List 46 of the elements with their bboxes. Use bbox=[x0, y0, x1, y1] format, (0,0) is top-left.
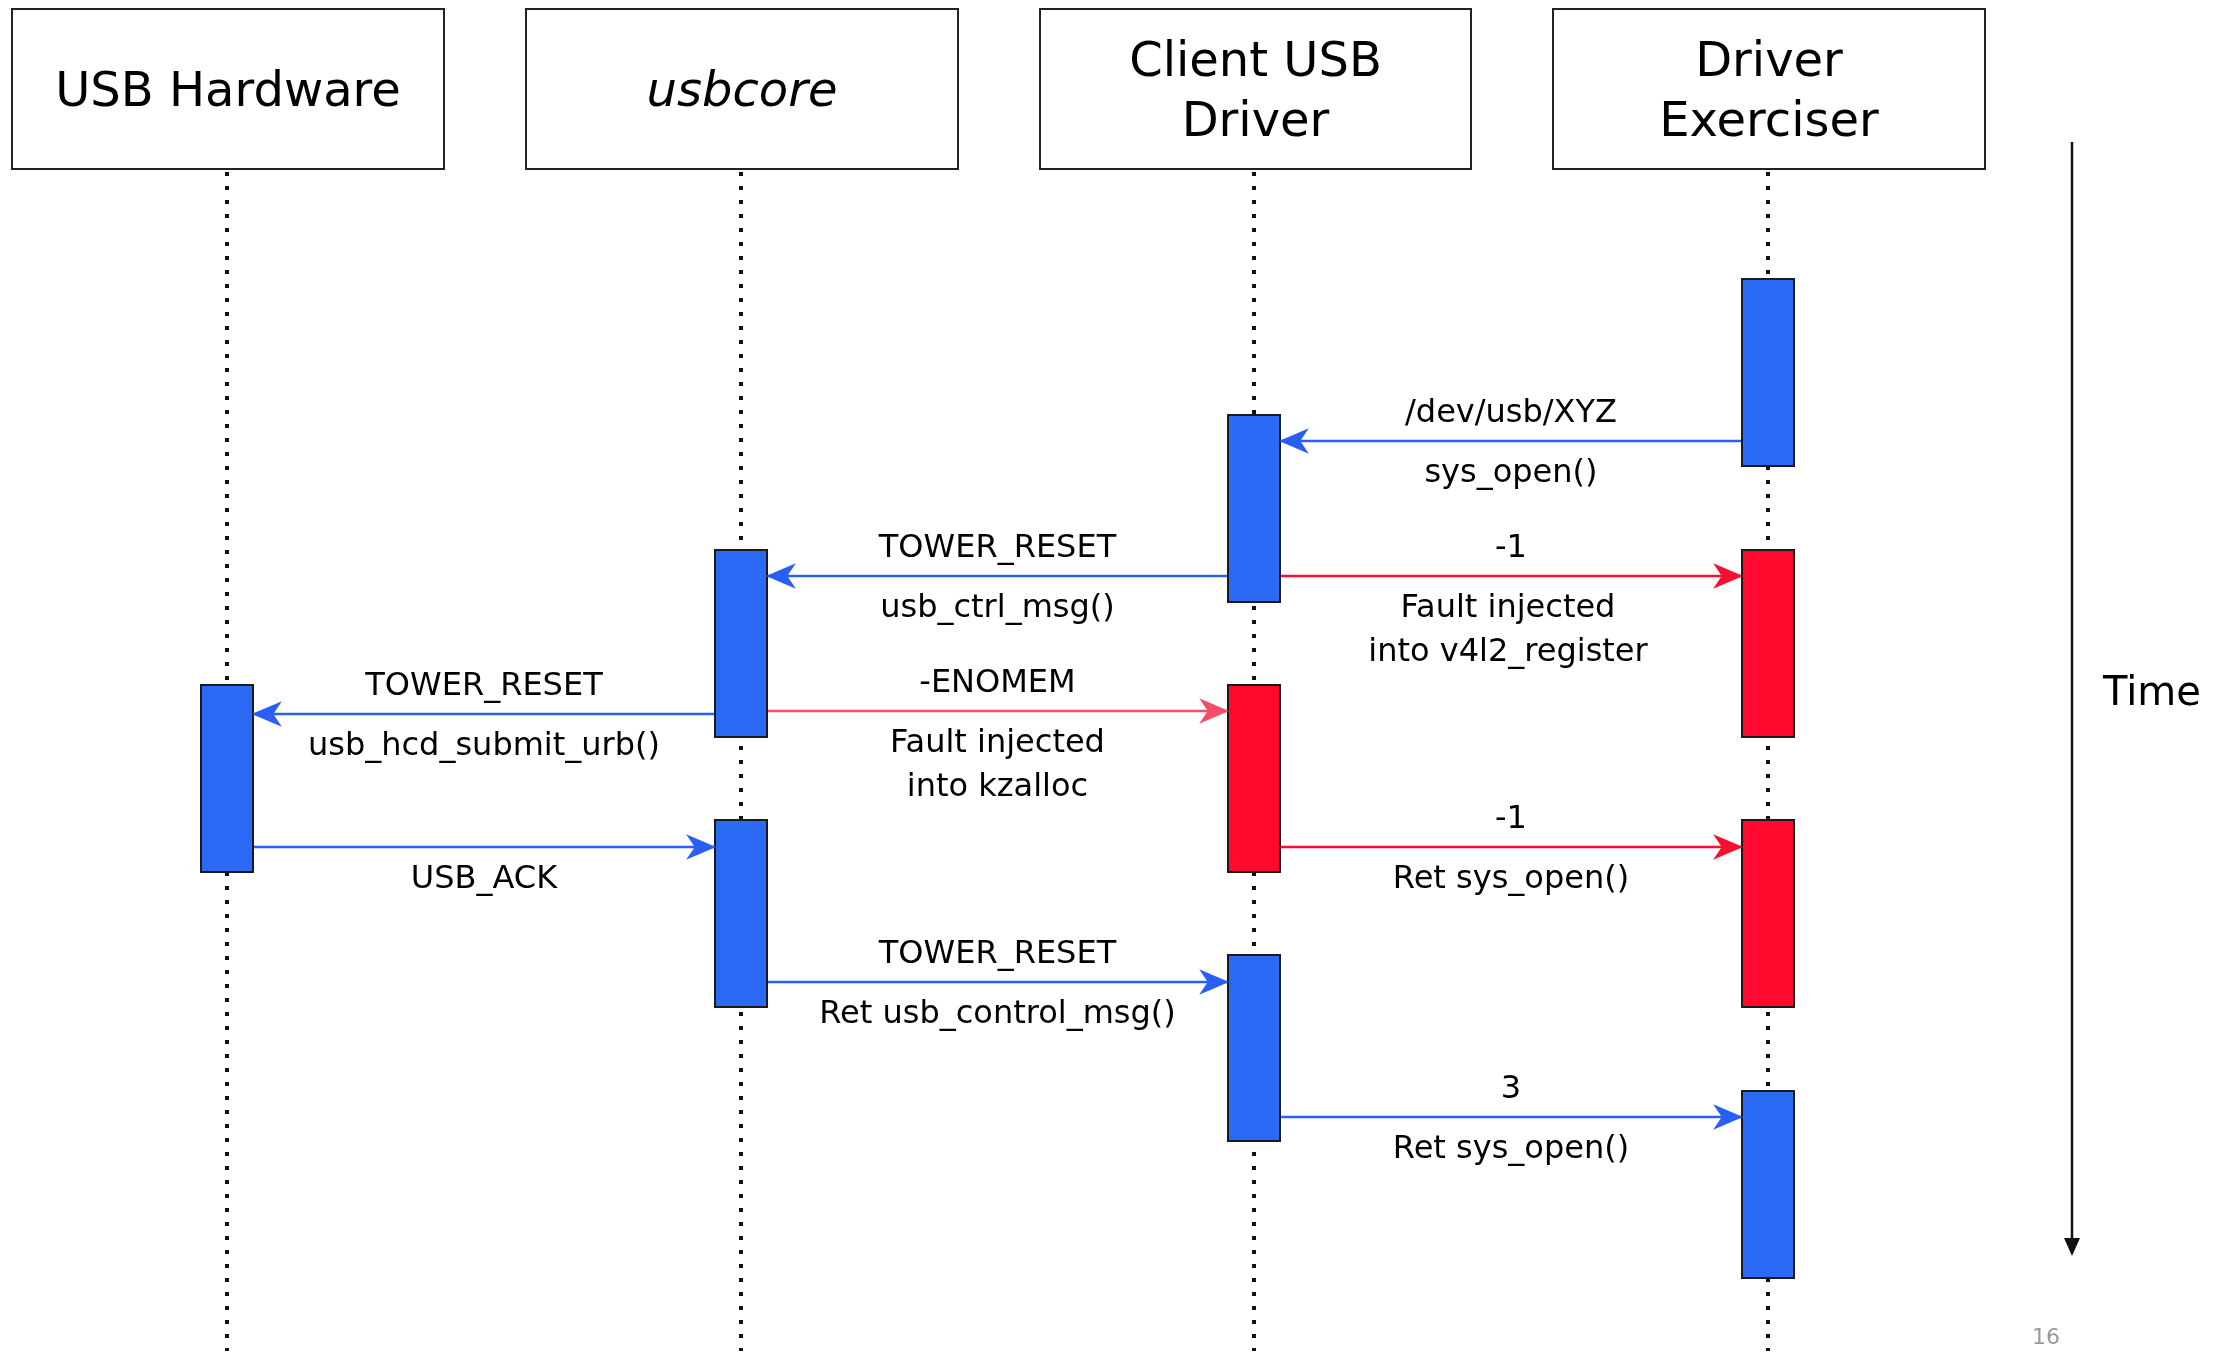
participant-box bbox=[11, 8, 445, 170]
message-arrow bbox=[254, 834, 717, 860]
message-label: usb_ctrl_msg() bbox=[880, 586, 1115, 627]
message-label: USB_ACK bbox=[410, 857, 558, 898]
activation-bar bbox=[1741, 278, 1795, 467]
message-label: TOWER_RESET bbox=[878, 526, 1117, 567]
message-label: 3 bbox=[1500, 1067, 1522, 1108]
participant-box bbox=[1552, 8, 1986, 170]
message-label: TOWER_RESET bbox=[878, 932, 1117, 973]
message-label: -1 bbox=[1495, 526, 1527, 567]
activation-bar bbox=[714, 819, 768, 1008]
message-arrow bbox=[1281, 834, 1744, 860]
participant-box bbox=[1039, 8, 1472, 170]
activation-bar bbox=[1227, 684, 1281, 873]
activation-bar bbox=[1741, 819, 1795, 1008]
participant-name: Client USB Driver bbox=[1128, 30, 1383, 149]
message-arrow bbox=[1281, 563, 1744, 589]
message-label: Ret usb_control_msg() bbox=[819, 992, 1176, 1033]
message-arrow bbox=[768, 969, 1230, 995]
message-label: /dev/usb/XYZ bbox=[1405, 391, 1617, 432]
participant-name: Driver Exerciser bbox=[1658, 30, 1880, 149]
message-label: Ret sys_open() bbox=[1392, 1127, 1630, 1168]
activation-bar bbox=[1227, 414, 1281, 603]
message-arrow bbox=[1281, 1104, 1744, 1130]
message-label: Fault injected into v4l2_register bbox=[1367, 586, 1649, 672]
participant-name: usbcore bbox=[646, 60, 838, 119]
message-arrow bbox=[1278, 428, 1741, 454]
page-number: 16 bbox=[2032, 1323, 2060, 1351]
activation-bar bbox=[1227, 954, 1281, 1142]
participant-box bbox=[525, 8, 959, 170]
message-label: usb_hcd_submit_urb() bbox=[308, 724, 660, 765]
message-arrow bbox=[768, 698, 1230, 724]
message-label: -1 bbox=[1495, 797, 1527, 838]
activation-bar bbox=[1741, 1090, 1795, 1279]
message-label: TOWER_RESET bbox=[365, 664, 603, 705]
activation-bar bbox=[200, 684, 254, 873]
message-arrow bbox=[765, 563, 1227, 589]
message-label: Fault injected into kzalloc bbox=[889, 721, 1106, 807]
message-label: sys_open() bbox=[1424, 451, 1598, 492]
activation-bar bbox=[714, 549, 768, 738]
axis-label: Time bbox=[2103, 667, 2201, 716]
activation-bar bbox=[1741, 549, 1795, 738]
message-arrow bbox=[251, 701, 714, 727]
participant-name: USB Hardware bbox=[55, 60, 401, 119]
message-label: Ret sys_open() bbox=[1392, 857, 1630, 898]
message-label: -ENOMEM bbox=[919, 661, 1076, 702]
